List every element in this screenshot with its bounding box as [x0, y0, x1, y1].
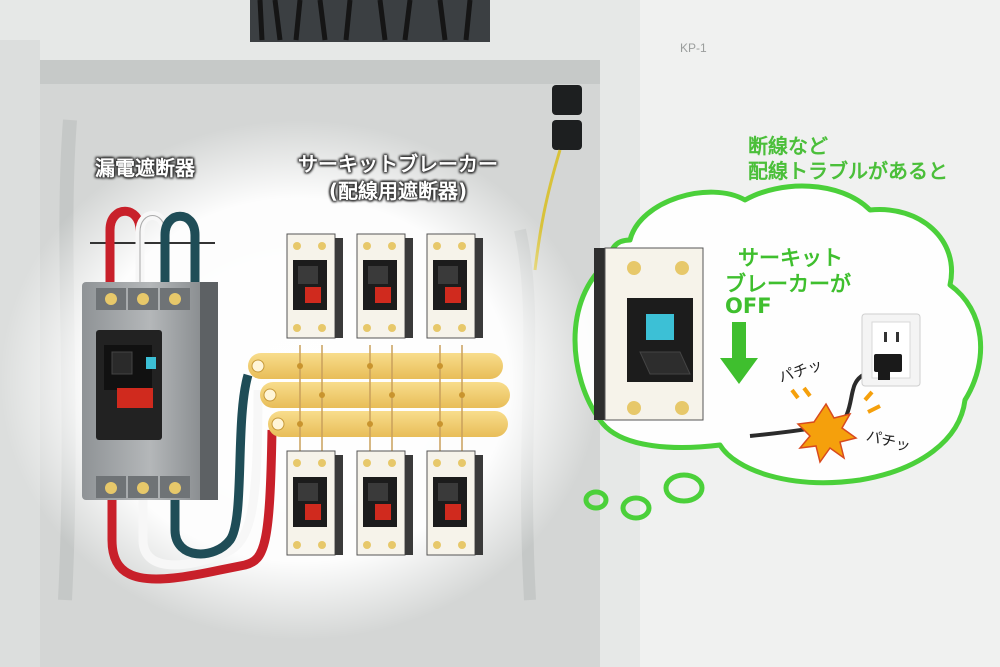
busbars	[248, 345, 510, 455]
result-label-line1: サーキット	[738, 246, 843, 270]
terminal-block	[552, 85, 582, 115]
spark-icon	[790, 386, 881, 464]
down-arrow-icon	[720, 322, 758, 384]
circuit-breaker-bottom-3	[426, 450, 483, 556]
cause-label-line2: 配線トラブルがあると	[748, 159, 948, 183]
panel-tag: KP-1	[680, 41, 707, 55]
circuit-breaker-top-1	[286, 233, 343, 339]
top-wiring	[250, 0, 490, 42]
circuit-breaker-top-3	[426, 233, 483, 339]
circuit-breaker-bottom-2	[356, 450, 413, 556]
test-button-icon	[146, 357, 156, 369]
earth-leakage-breaker	[82, 206, 277, 584]
circuit-breakers	[286, 233, 483, 556]
power-outlet-icon	[861, 313, 921, 387]
short-circuit-scene	[749, 313, 921, 464]
circuit-breaker-label: サーキットブレーカー	[298, 152, 498, 176]
earth-leakage-breaker-label: 漏電遮断器	[95, 156, 195, 180]
result-label-line2: ブレーカーが	[725, 272, 851, 296]
result-label-line3: OFF	[725, 294, 772, 318]
cause-label-line1: 断線など	[748, 134, 828, 158]
circuit-breaker-top-2	[356, 233, 413, 339]
circuit-breaker-sub-label: (配線用遮断器)	[328, 179, 468, 203]
circuit-breaker-bottom-1	[286, 450, 343, 556]
breaker-off-illustration	[594, 247, 704, 421]
